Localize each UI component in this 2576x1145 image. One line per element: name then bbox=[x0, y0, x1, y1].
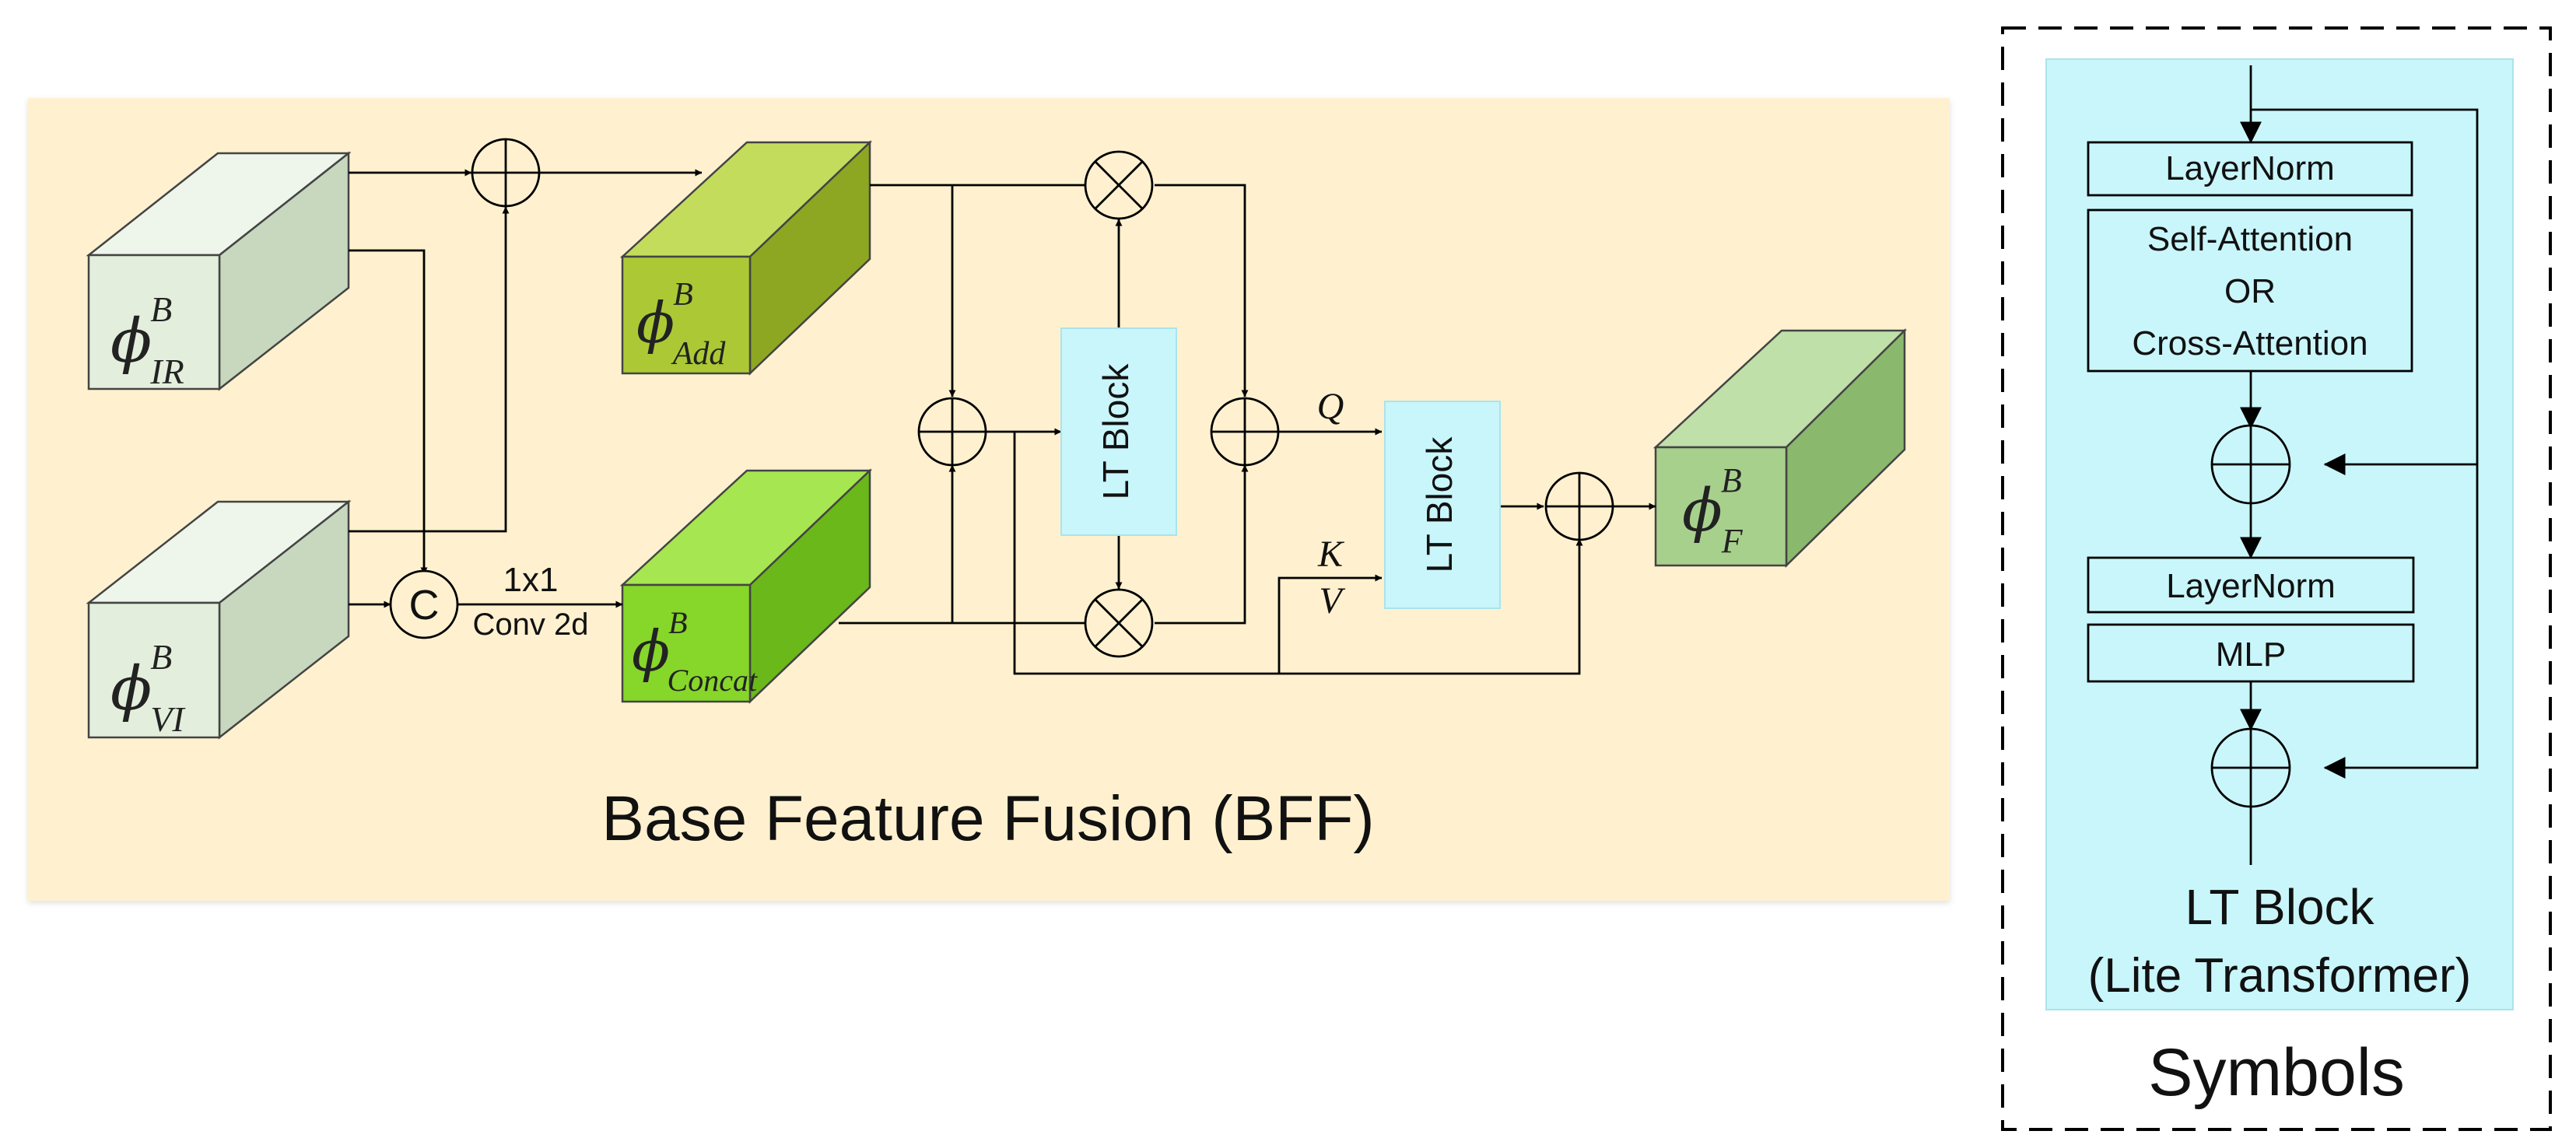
conv-label-top: 1x1 bbox=[503, 561, 559, 599]
concat-operator: C bbox=[389, 569, 459, 639]
symbols-layernorm-2: LayerNorm bbox=[2087, 556, 2415, 614]
arrow-mult-bottom-to-add-right bbox=[1155, 464, 1249, 625]
symbols-dashed-border bbox=[2001, 26, 2552, 1131]
conv-label-bottom: Conv 2d bbox=[473, 608, 589, 642]
symbols-mlp: MLP bbox=[2087, 623, 2415, 683]
symbols-lt-block-title: LT Block bbox=[2185, 879, 2374, 935]
symbols-add-operator-2 bbox=[2210, 727, 2291, 808]
arrow-kv-to-lt2 bbox=[1277, 574, 1383, 674]
symbols-caption: Symbols bbox=[2148, 1035, 2405, 1110]
add-operator-mid bbox=[917, 397, 987, 467]
lt-block-1: LT Block bbox=[1060, 327, 1177, 536]
symbols-lt-panel bbox=[2045, 58, 2514, 1010]
bff-title: Base Feature Fusion (BFF) bbox=[601, 783, 1374, 854]
symbols-attention-box: Self-Attention OR Cross-Attention bbox=[2087, 208, 2413, 373]
add-operator-right bbox=[1210, 397, 1280, 467]
symbols-lt-block-subtitle: (Lite Transformer) bbox=[2088, 949, 2472, 1003]
svg-text:Cross-Attention: Cross-Attention bbox=[2132, 324, 2367, 362]
vi-feature-cuboid bbox=[86, 499, 352, 740]
fused-cuboid-front bbox=[1654, 446, 1788, 567]
lt-block-2: LT Block bbox=[1384, 401, 1501, 609]
symbols-layernorm-1: LayerNorm bbox=[2087, 141, 2413, 197]
ir-feature-cuboid bbox=[86, 151, 352, 391]
concat-cuboid-front bbox=[621, 583, 752, 703]
symbols-connections bbox=[2240, 65, 2479, 865]
vi-cuboid-front bbox=[87, 601, 221, 739]
arrow-mult-top-to-add-right bbox=[1155, 184, 1249, 397]
svg-text:LayerNorm: LayerNorm bbox=[2166, 567, 2336, 605]
add-feature-cuboid bbox=[619, 140, 873, 376]
add-operator-input bbox=[471, 138, 541, 208]
symbols-add-operator-1 bbox=[2210, 424, 2291, 505]
svg-text:OR: OR bbox=[2224, 272, 2276, 310]
svg-text:LayerNorm: LayerNorm bbox=[2165, 149, 2335, 187]
multiply-operator-top bbox=[1084, 150, 1154, 220]
q-label: Q bbox=[1317, 386, 1344, 427]
fused-feature-cuboid bbox=[1652, 328, 1908, 568]
arrow-vi-to-add-op bbox=[349, 206, 510, 533]
svg-text:MLP: MLP bbox=[2216, 636, 2286, 674]
add-cuboid-front bbox=[621, 255, 752, 375]
svg-text:C: C bbox=[409, 582, 440, 629]
bff-connections bbox=[349, 169, 1656, 675]
concat-feature-cuboid bbox=[619, 468, 873, 704]
multiply-operator-bottom bbox=[1084, 588, 1154, 658]
arrow-ir-to-concat bbox=[349, 249, 428, 575]
svg-text:LT Block: LT Block bbox=[1095, 363, 1136, 500]
svg-text:Self-Attention: Self-Attention bbox=[2147, 220, 2353, 258]
v-label: V bbox=[1319, 580, 1345, 622]
arrow-skip-to-final-add bbox=[1013, 432, 1583, 675]
svg-text:LT Block: LT Block bbox=[1419, 436, 1460, 573]
add-operator-final bbox=[1544, 471, 1614, 541]
k-label: K bbox=[1317, 534, 1345, 575]
ir-cuboid-front bbox=[87, 254, 221, 390]
